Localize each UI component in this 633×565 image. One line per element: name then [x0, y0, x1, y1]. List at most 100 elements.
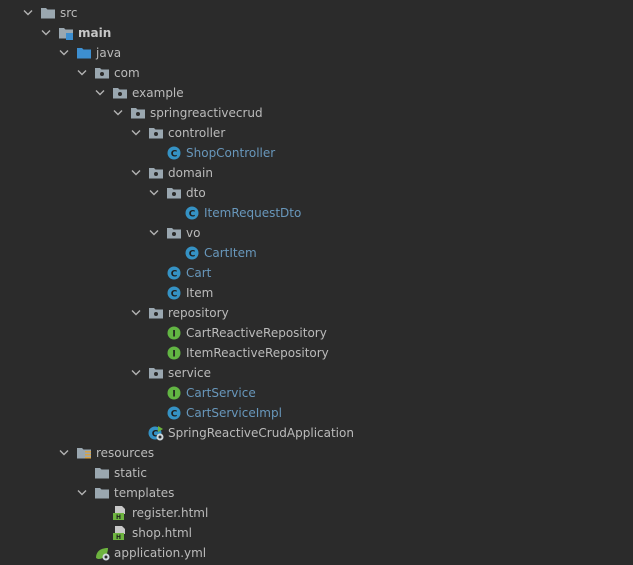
chevron-down-icon[interactable]: [40, 23, 52, 43]
chevron-down-icon[interactable]: [22, 3, 34, 23]
tree-node-main[interactable]: main: [0, 23, 633, 43]
tree-node-dto[interactable]: dto: [0, 183, 633, 203]
package-icon: [166, 185, 182, 201]
tree-node-templates[interactable]: templates: [0, 483, 633, 503]
tree-node-label: static: [114, 466, 147, 480]
tree-node-cartserviceimpl[interactable]: C CartServiceImpl: [0, 403, 633, 423]
chevron-down-icon[interactable]: [130, 123, 142, 143]
svg-text:C: C: [152, 430, 159, 440]
folder-icon: [94, 465, 110, 481]
tree-node-label: resources: [96, 446, 155, 460]
tree-node-label: application.yml: [114, 546, 207, 560]
tree-node-label: templates: [114, 486, 175, 500]
tree-node-label: controller: [168, 126, 226, 140]
tree-node-cartreactiverepository[interactable]: I CartReactiveRepository: [0, 323, 633, 343]
tree-node-item[interactable]: C Item: [0, 283, 633, 303]
tree-node-resources[interactable]: resources: [0, 443, 633, 463]
tree-node-label: SpringReactiveCrudApplication: [168, 426, 354, 440]
svg-text:C: C: [171, 150, 178, 160]
tree-node-itemrequestdto[interactable]: C ItemRequestDto: [0, 203, 633, 223]
tree-node-service[interactable]: service: [0, 363, 633, 383]
svg-text:C: C: [171, 290, 178, 300]
class-icon: C: [184, 205, 200, 221]
folder-icon: [40, 5, 56, 21]
tree-node-label: CartService: [186, 386, 256, 400]
source-root-folder-icon: [58, 25, 74, 41]
chevron-down-icon[interactable]: [58, 443, 70, 463]
tree-node-label: src: [60, 6, 78, 20]
tree-node-static[interactable]: static: [0, 463, 633, 483]
chevron-down-icon[interactable]: [148, 223, 160, 243]
tree-node-java[interactable]: java: [0, 43, 633, 63]
tree-node-label: repository: [168, 306, 229, 320]
tree-node-label: vo: [186, 226, 201, 240]
class-icon: C: [184, 245, 200, 261]
package-icon: [148, 165, 164, 181]
tree-node-com[interactable]: com: [0, 63, 633, 83]
svg-text:I: I: [172, 390, 175, 400]
chevron-down-icon[interactable]: [130, 363, 142, 383]
interface-icon: I: [166, 325, 182, 341]
class-icon: C: [166, 285, 182, 301]
chevron-down-icon[interactable]: [76, 63, 88, 83]
tree-node-cartservice[interactable]: I CartService: [0, 383, 633, 403]
svg-text:I: I: [172, 330, 175, 340]
svg-text:C: C: [189, 210, 196, 220]
tree-node-label: register.html: [132, 506, 209, 520]
tree-node-controller[interactable]: controller: [0, 123, 633, 143]
tree-node-label: CartReactiveRepository: [186, 326, 327, 340]
tree-node-src[interactable]: src: [0, 3, 633, 23]
interface-icon: I: [166, 345, 182, 361]
tree-node-repository[interactable]: repository: [0, 303, 633, 323]
svg-text:I: I: [172, 350, 175, 360]
package-icon: [148, 125, 164, 141]
chevron-down-icon[interactable]: [94, 83, 106, 103]
svg-text:H: H: [116, 534, 121, 541]
chevron-down-icon[interactable]: [148, 183, 160, 203]
tree-node-label: ShopController: [186, 146, 276, 160]
chevron-down-icon[interactable]: [58, 43, 70, 63]
chevron-down-icon[interactable]: [130, 163, 142, 183]
tree-node-label: java: [96, 46, 122, 60]
tree-node-vo[interactable]: vo: [0, 223, 633, 243]
tree-node-label: CartServiceImpl: [186, 406, 282, 420]
package-icon: [94, 65, 110, 81]
svg-text:C: C: [171, 270, 178, 280]
package-icon: [148, 305, 164, 321]
tree-node-label: Item: [186, 286, 214, 300]
tree-node-label: domain: [168, 166, 213, 180]
tree-node-example[interactable]: example: [0, 83, 633, 103]
blue-folder-icon: [76, 45, 92, 61]
tree-node-springreactivecrud[interactable]: springreactivecrud: [0, 103, 633, 123]
svg-text:C: C: [171, 410, 178, 420]
interface-icon: I: [166, 385, 182, 401]
tree-node-application-yml[interactable]: application.yml: [0, 543, 633, 563]
chevron-down-icon[interactable]: [130, 303, 142, 323]
tree-node-domain[interactable]: domain: [0, 163, 633, 183]
tree-node-label: com: [114, 66, 140, 80]
html-file-icon: H: [112, 525, 128, 541]
chevron-down-icon[interactable]: [76, 483, 88, 503]
tree-node-label: example: [132, 86, 184, 100]
tree-node-label: springreactivecrud: [150, 106, 263, 120]
tree-node-shopcontroller[interactable]: C ShopController: [0, 143, 633, 163]
tree-node-label: main: [78, 26, 112, 40]
tree-node-springreactivecrudapplication[interactable]: C SpringReactiveCrudApplication: [0, 423, 633, 443]
class-icon: C: [166, 405, 182, 421]
svg-text:C: C: [189, 250, 196, 260]
resources-folder-icon: [76, 445, 92, 461]
class-icon: C: [166, 145, 182, 161]
spring-config-icon: [94, 545, 110, 561]
html-file-icon: H: [112, 505, 128, 521]
chevron-down-icon[interactable]: [112, 103, 124, 123]
tree-node-label: service: [168, 366, 211, 380]
class-icon: C: [166, 265, 182, 281]
tree-node-label: ItemRequestDto: [204, 206, 302, 220]
spring-boot-app-icon: C: [148, 425, 164, 441]
